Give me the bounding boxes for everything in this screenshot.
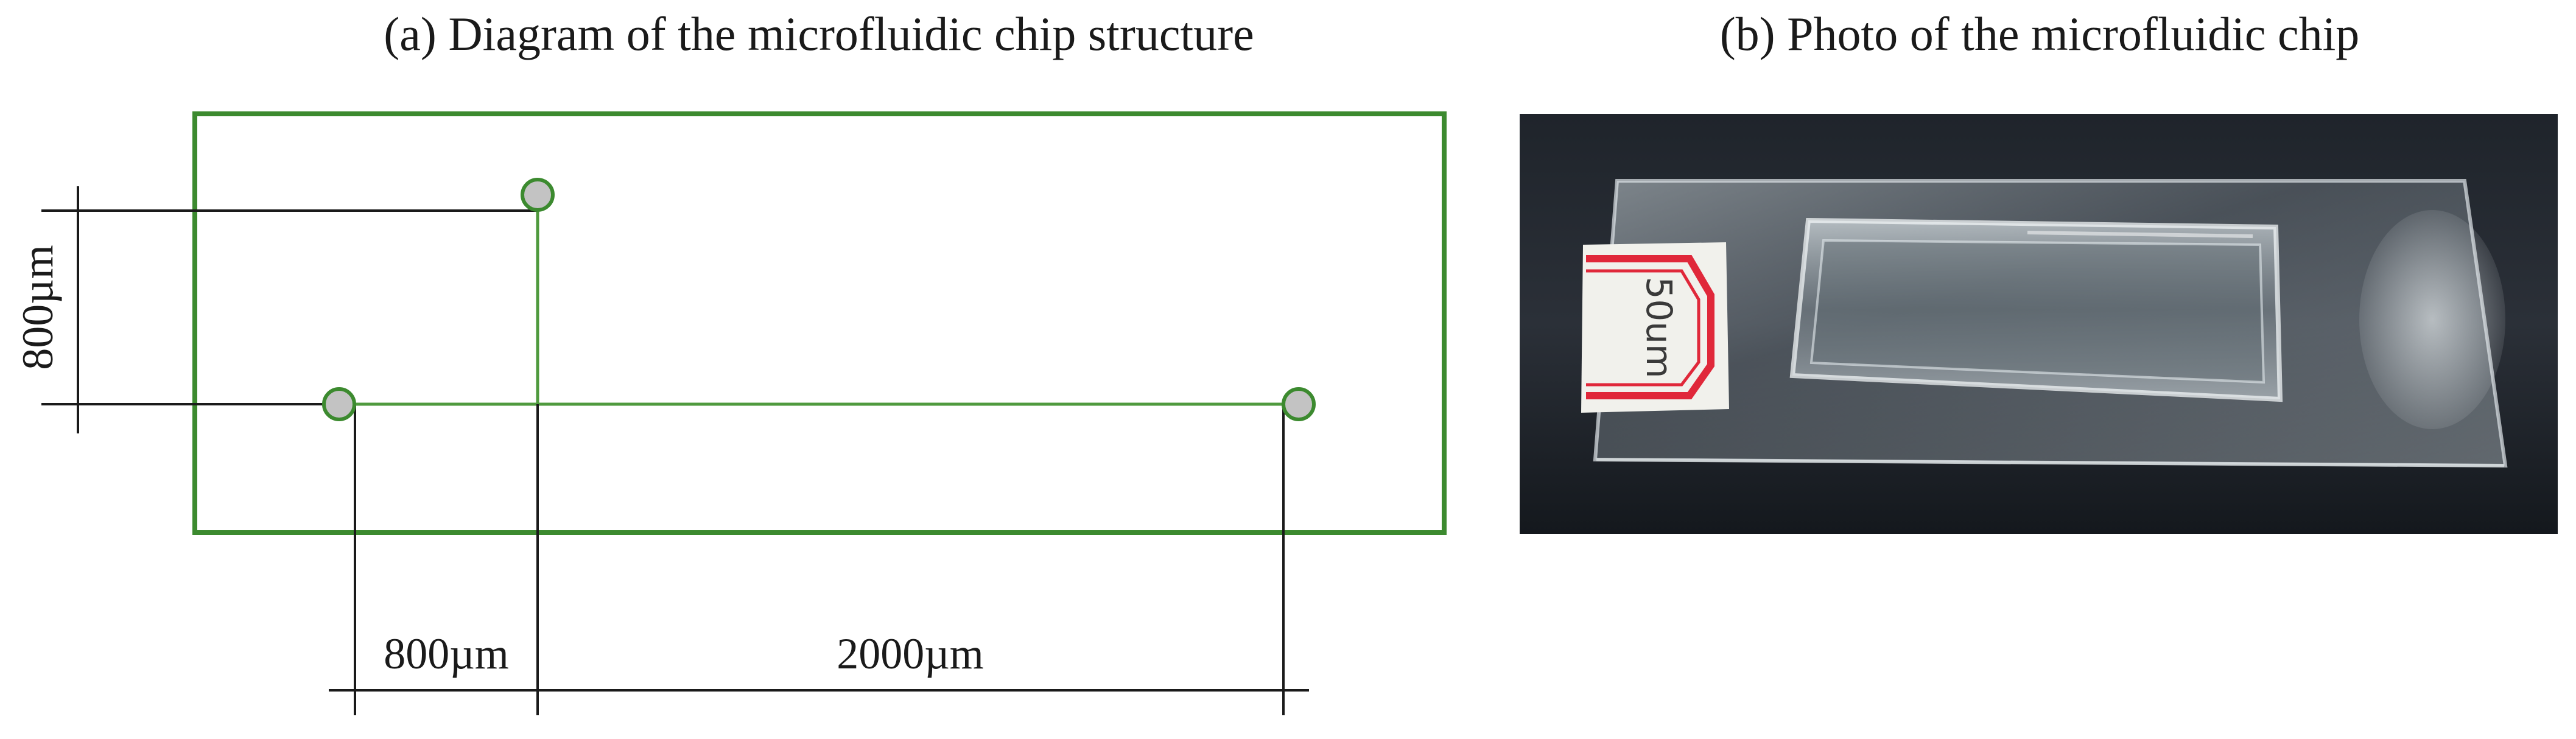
panel-a: (a) Diagram of the microfluidic chip str… <box>13 7 1447 715</box>
dim-label-vertical: 800µm <box>13 245 62 370</box>
dim-label-horizontal-left: 800µm <box>384 629 509 678</box>
pdms-block-highlight <box>2027 231 2253 238</box>
outlet-port-right <box>1282 387 1316 421</box>
panel-a-caption: (a) Diagram of the microfluidic chip str… <box>384 7 1254 60</box>
panel-b-caption: (b) Photo of the microfluidic chip <box>1720 7 2360 60</box>
pdms-block-body <box>1789 217 2283 402</box>
inlet-port-left <box>322 387 356 421</box>
pdms-block-inner <box>1809 239 2265 384</box>
paper-label-red-border <box>1586 255 1714 399</box>
dim-label-horizontal-right: 2000µm <box>837 629 984 678</box>
inlet-port-top <box>521 178 555 212</box>
chip-outline <box>192 111 1447 535</box>
frosted-end <box>2359 210 2505 429</box>
panel-b: (b) Photo of the microfluidic chip 50um <box>1520 7 2558 534</box>
chip-photo: 50um <box>1520 114 2558 534</box>
dimension-lines <box>41 186 1309 715</box>
paper-label-text: 50um <box>1638 276 1680 378</box>
paper-label-red-border-inner <box>1586 269 1700 387</box>
glass-slide-edge <box>1596 458 2505 468</box>
paper-label: 50um <box>1581 242 1729 413</box>
pdms-block <box>1789 217 2283 402</box>
